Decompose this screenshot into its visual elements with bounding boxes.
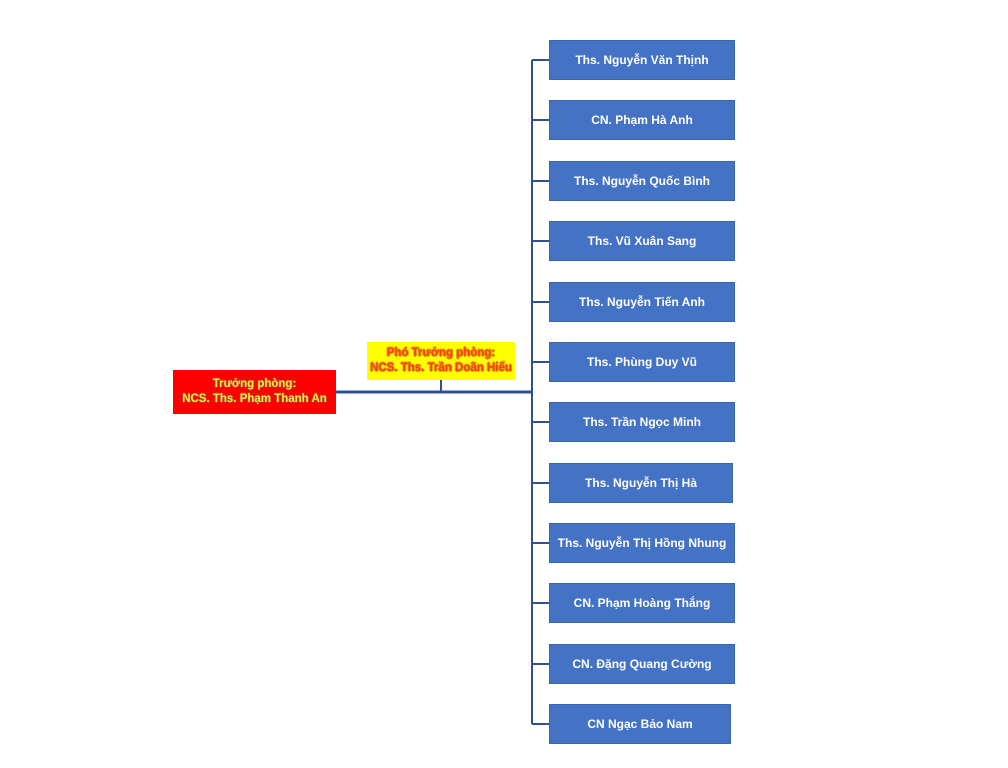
head-of-department-box: Trưởng phòng: NCS. Ths. Phạm Thanh An bbox=[173, 370, 336, 414]
member-name: CN. Phạm Hoàng Thắng bbox=[573, 596, 711, 610]
member-name: CN Ngạc Bảo Nam bbox=[587, 717, 693, 731]
member-name: Ths. Phùng Duy Vũ bbox=[587, 355, 697, 369]
member-name: CN. Đặng Quang Cường bbox=[572, 657, 712, 671]
member-box: CN. Đặng Quang Cường bbox=[549, 644, 735, 684]
deputy-head-box: Phó Trưởng phòng: NCS. Ths. Trần Doãn Hi… bbox=[367, 342, 515, 380]
member-box: Ths. Trần Ngọc Minh bbox=[549, 402, 735, 442]
member-box: CN Ngạc Bảo Nam bbox=[549, 704, 731, 744]
member-box: Ths. Nguyễn Thị Hồng Nhung bbox=[549, 523, 735, 563]
deputy-title: Phó Trưởng phòng: bbox=[386, 347, 496, 359]
member-box: Ths. Vũ Xuân Sang bbox=[549, 221, 735, 261]
member-box: Ths. Nguyễn Văn Thịnh bbox=[549, 40, 735, 80]
member-name: Ths. Nguyễn Văn Thịnh bbox=[575, 53, 709, 67]
head-name: NCS. Ths. Phạm Thanh An bbox=[182, 393, 327, 405]
member-box: Ths. Phùng Duy Vũ bbox=[549, 342, 735, 382]
deputy-name: NCS. Ths. Trần Doãn Hiếu bbox=[370, 362, 512, 374]
head-title: Trưởng phòng: bbox=[212, 378, 297, 390]
member-name: Ths. Nguyễn Quốc Bình bbox=[573, 174, 710, 188]
member-name: Ths. Nguyễn Thị Hồng Nhung bbox=[557, 536, 727, 550]
member-name: Ths. Trần Ngọc Minh bbox=[582, 415, 701, 429]
member-name: Ths. Vũ Xuân Sang bbox=[587, 234, 697, 248]
member-box: Ths. Nguyễn Quốc Bình bbox=[549, 161, 735, 201]
member-name: Ths. Nguyễn Tiến Anh bbox=[578, 295, 705, 309]
member-box: Ths. Nguyễn Tiến Anh bbox=[549, 282, 735, 322]
member-name: Ths. Nguyễn Thị Hà bbox=[584, 476, 697, 490]
member-name: CN. Phạm Hà Anh bbox=[591, 113, 693, 127]
member-box: CN. Phạm Hoàng Thắng bbox=[549, 583, 735, 623]
member-box: CN. Phạm Hà Anh bbox=[549, 100, 735, 140]
member-box: Ths. Nguyễn Thị Hà bbox=[549, 463, 733, 503]
